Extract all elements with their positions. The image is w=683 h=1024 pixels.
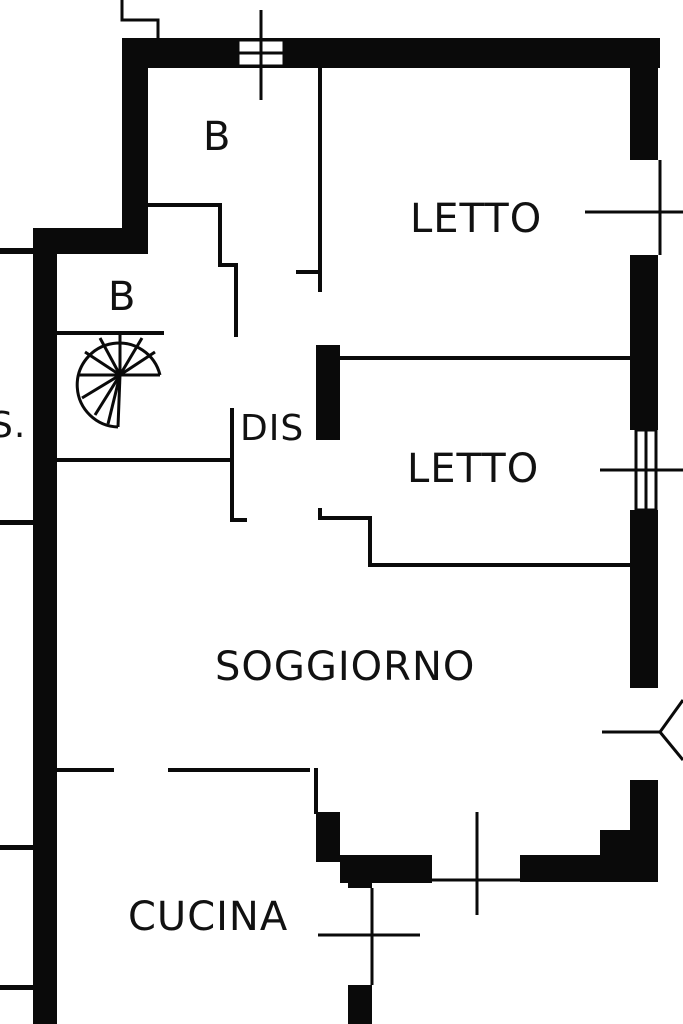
wall-dis-block <box>316 345 340 440</box>
wall-bottom-block <box>316 812 340 862</box>
label-living-room: SOGGIORNO <box>215 644 475 690</box>
outer-walls <box>0 38 660 1024</box>
wall-left-upper <box>122 38 148 248</box>
wall-neighbor-frag-2 <box>0 520 33 525</box>
wall-right-1 <box>630 38 658 160</box>
label-bath-upper: B <box>203 114 231 160</box>
wall-neighbor-frag <box>0 248 33 254</box>
label-neighbor-fragment: S. <box>0 405 26 446</box>
room-labels: B B LETTO LETTO DIS SOGGIORNO CUCINA S. <box>0 114 542 940</box>
interior-walls <box>53 66 632 814</box>
wall-bottom-right-jog <box>600 830 640 860</box>
wall-neighbor-frag-4 <box>0 985 33 990</box>
wall-top <box>125 38 660 68</box>
wall-kitchen-right <box>348 860 372 888</box>
wall-left-long <box>33 228 57 1024</box>
label-hallway: DIS <box>240 408 304 449</box>
spiral-staircase-icon <box>75 333 162 429</box>
wall-right-2 <box>630 255 658 430</box>
label-kitchen: CUCINA <box>128 894 288 940</box>
label-bath-lower: B <box>108 274 136 320</box>
label-bedroom-2: LETTO <box>407 446 539 492</box>
wall-right-3 <box>630 510 658 688</box>
wall-kitchen-right-low <box>348 985 372 1024</box>
label-bedroom-1: LETTO <box>410 196 542 242</box>
wall-neighbor-frag-3 <box>0 845 33 850</box>
door-opening-icon <box>120 0 683 985</box>
